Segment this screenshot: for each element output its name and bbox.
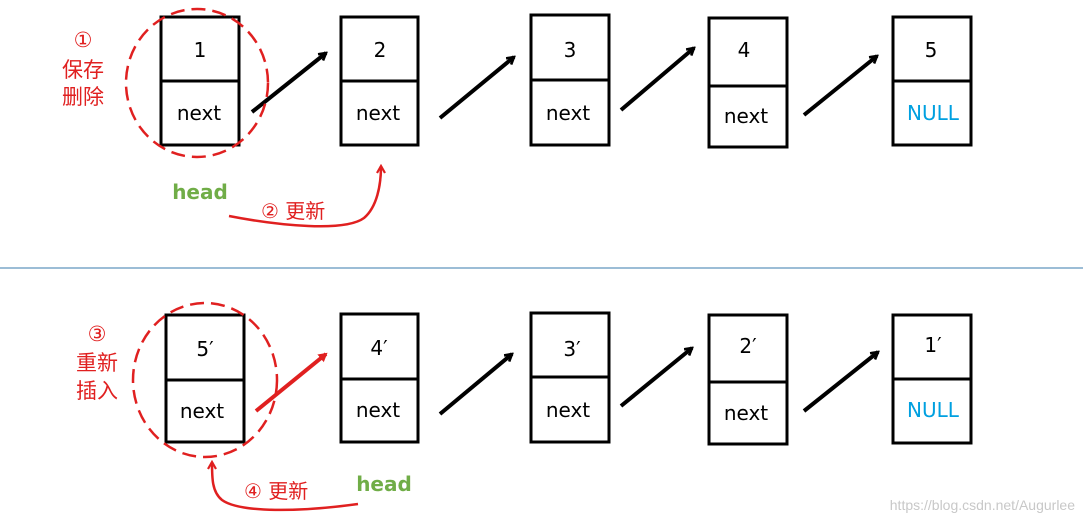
top-node-5: 5 NULL bbox=[891, 15, 973, 147]
top-node-5-value: 5 bbox=[925, 38, 938, 62]
bottom-arrow-new-link bbox=[254, 352, 328, 413]
top-arrow-3 bbox=[619, 48, 694, 112]
bottom-node-4: 2′ next bbox=[707, 313, 789, 446]
step3-line2: 插入 bbox=[76, 379, 118, 403]
bottom-dashed-circle bbox=[131, 301, 279, 459]
step1-line1: 保存 bbox=[62, 58, 104, 82]
top-list: 1 next 2 next 3 next 4 next 5 bbox=[62, 7, 973, 228]
bottom-node-2-value: 4′ bbox=[370, 336, 388, 360]
bottom-node-2: 4′ next bbox=[339, 312, 420, 444]
bottom-node-5-value: 1′ bbox=[924, 333, 942, 357]
step1-line2: 删除 bbox=[62, 85, 104, 109]
top-node-4-field: next bbox=[724, 104, 768, 128]
bottom-node-3-value: 3′ bbox=[563, 337, 581, 361]
bottom-node-5: 1′ NULL bbox=[891, 313, 973, 445]
bottom-node-1: 5′ next bbox=[164, 313, 246, 444]
top-arrow-1 bbox=[250, 53, 326, 114]
bottom-node-5-null: NULL bbox=[907, 398, 960, 422]
step4-label: ④ 更新 bbox=[244, 479, 308, 503]
top-node-1: 1 next bbox=[159, 15, 241, 147]
step4-arrow bbox=[212, 462, 359, 512]
bottom-node-2-field: next bbox=[356, 398, 400, 422]
bottom-node-1-value: 5′ bbox=[196, 337, 214, 361]
bottom-arrow-4 bbox=[802, 352, 878, 413]
top-arrow-4 bbox=[802, 56, 877, 117]
bottom-arrow-3 bbox=[619, 348, 692, 408]
top-node-2-value: 2 bbox=[374, 38, 387, 62]
top-head-label: head bbox=[172, 180, 228, 204]
step3-number: ③ bbox=[88, 322, 107, 346]
top-node-5-null: NULL bbox=[907, 101, 960, 125]
step3-line1: 重新 bbox=[76, 351, 118, 375]
bottom-list: 5′ next 4′ next 3′ next 2′ next 1′ bbox=[76, 301, 973, 512]
top-dashed-circle bbox=[124, 7, 270, 159]
top-node-3: 3 next bbox=[529, 13, 611, 147]
top-node-4-value: 4 bbox=[738, 38, 751, 62]
bottom-node-3: 3′ next bbox=[529, 311, 611, 444]
top-node-1-field: next bbox=[177, 101, 221, 125]
top-node-2: 2 next bbox=[339, 15, 420, 147]
top-node-1-value: 1 bbox=[194, 38, 207, 62]
bottom-node-1-field: next bbox=[180, 399, 224, 423]
step1-number: ① bbox=[74, 28, 93, 52]
bottom-node-4-value: 2′ bbox=[739, 334, 757, 358]
top-node-2-field: next bbox=[356, 101, 400, 125]
step2-arrow bbox=[228, 166, 381, 228]
bottom-node-4-field: next bbox=[724, 401, 768, 425]
top-arrow-2 bbox=[438, 57, 514, 120]
bottom-arrow-2 bbox=[438, 354, 512, 416]
top-node-4: 4 next bbox=[707, 16, 789, 149]
top-node-3-value: 3 bbox=[564, 38, 577, 62]
step2-label: ② 更新 bbox=[261, 199, 325, 223]
watermark: https://blog.csdn.net/Augurlee bbox=[890, 497, 1075, 513]
top-node-3-field: next bbox=[546, 101, 590, 125]
bottom-node-3-field: next bbox=[546, 398, 590, 422]
bottom-head-label: head bbox=[356, 472, 412, 496]
